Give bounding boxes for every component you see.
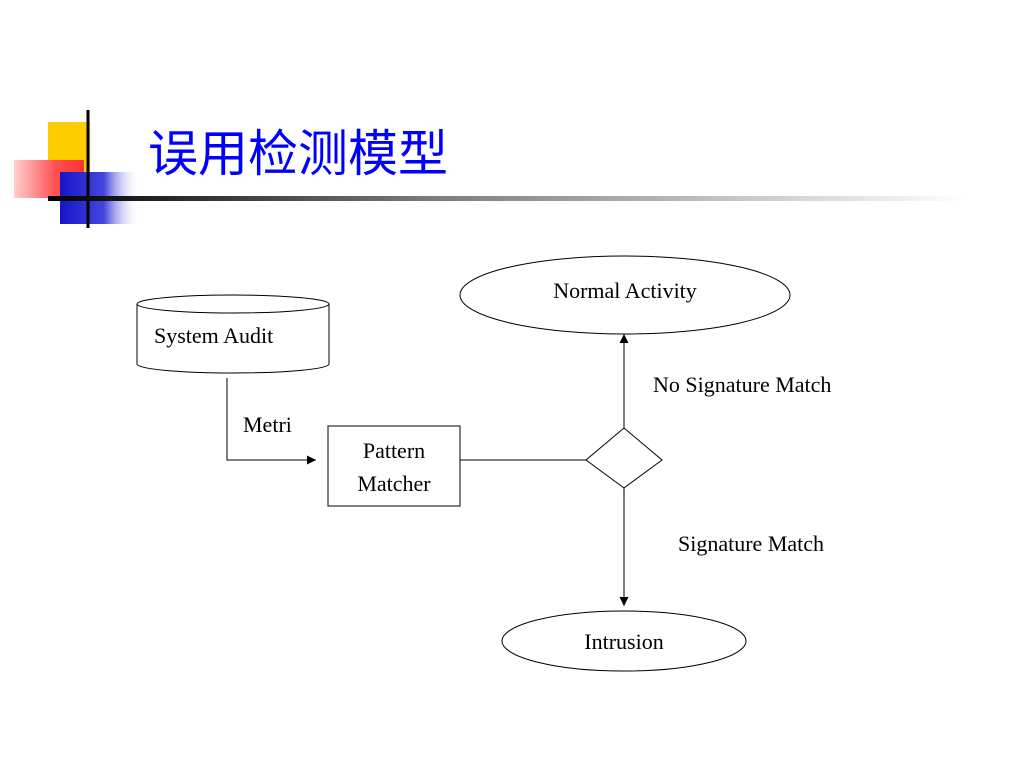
system-audit-node: System Audit	[136, 294, 330, 374]
title-underline-rule	[48, 196, 968, 201]
connectors	[226, 334, 629, 606]
edge-label-metri: Metri	[243, 412, 292, 437]
intrusion-label: Intrusion	[584, 629, 663, 654]
normal-activity-node: Normal Activity	[459, 255, 791, 335]
title-decoration	[14, 110, 968, 228]
intrusion-ellipse	[501, 610, 747, 672]
normal-activity-ellipse	[459, 255, 791, 335]
edge-label-signature-match: Signature Match	[678, 531, 824, 556]
edge-audit-to-matcher	[226, 378, 316, 465]
system-audit-cylinder	[136, 304, 330, 374]
decision-diamond	[585, 427, 663, 489]
pattern-matcher-label-line2: Matcher	[357, 471, 431, 496]
intrusion-node: Intrusion	[501, 610, 747, 672]
system-audit-cylinder-top	[136, 294, 330, 314]
system-audit-label: System Audit	[154, 323, 273, 348]
slide-title: 误用检测模型	[148, 125, 448, 183]
pattern-matcher-label-line1: Pattern	[363, 438, 425, 463]
normal-activity-label: Normal Activity	[553, 278, 697, 303]
pattern-matcher-node: Pattern Matcher	[327, 425, 461, 507]
edge-label-no-signature-match: No Signature Match	[653, 372, 831, 397]
pattern-matcher-box	[327, 425, 461, 507]
